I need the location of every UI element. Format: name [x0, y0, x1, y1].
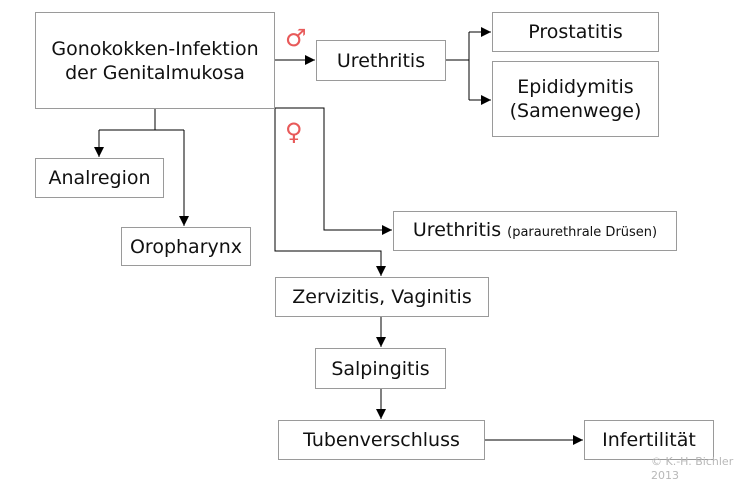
node-epididymitis: Epididymitis (Samenwege) — [492, 61, 659, 137]
node-tubenverschluss: Tubenverschluss — [278, 420, 485, 460]
node-tubenverschluss-label: Tubenverschluss — [303, 429, 460, 451]
node-infertilitaet: Infertilität — [584, 420, 714, 460]
node-gonokokken-line1: Gonokokken-Infektion — [51, 37, 259, 60]
copyright-notice: © K.-H. Bichler 2013 — [651, 455, 733, 483]
node-oropharynx: Oropharynx — [121, 227, 251, 266]
male-symbol: ♂ — [285, 24, 307, 52]
node-zervizitis-vaginitis: Zervizitis, Vaginitis — [275, 277, 489, 317]
node-zervizitis-label: Zervizitis, Vaginitis — [292, 286, 472, 308]
node-epididymitis-line1: Epididymitis — [517, 76, 634, 98]
node-analregion: Analregion — [35, 158, 164, 198]
node-infertilitaet-label: Infertilität — [602, 429, 696, 451]
node-prostatitis: Prostatitis — [492, 12, 659, 52]
node-gonokokken-line2: der Genitalmukosa — [65, 61, 245, 84]
node-prostatitis-label: Prostatitis — [528, 21, 623, 43]
node-urethritis-female-note: (paraurethrale Drüsen) — [507, 224, 658, 240]
node-salpingitis-label: Salpingitis — [331, 357, 430, 380]
node-oropharynx-label: Oropharynx — [129, 235, 243, 258]
copyright-line2: 2013 — [651, 469, 679, 482]
node-salpingitis: Salpingitis — [315, 348, 446, 389]
node-urethritis-male-label: Urethritis — [336, 49, 426, 72]
node-urethritis-male: Urethritis — [316, 40, 446, 81]
arrow-to-zervizitis — [274, 108, 386, 276]
node-epididymitis-line2: (Samenwege) — [509, 100, 642, 122]
female-symbol: ♀ — [285, 118, 303, 146]
node-urethritis-female: Urethritis (paraurethrale Drüsen) — [393, 211, 677, 251]
node-urethritis-female-label: Urethritis — [412, 218, 502, 241]
node-analregion-label: Analregion — [48, 167, 151, 189]
copyright-line1: © K.-H. Bichler — [651, 455, 734, 468]
arrow-to-urethritis-f — [274, 107, 392, 235]
node-gonokokken-infektion: Gonokokken-Infektion der Genitalmukosa — [35, 12, 275, 109]
